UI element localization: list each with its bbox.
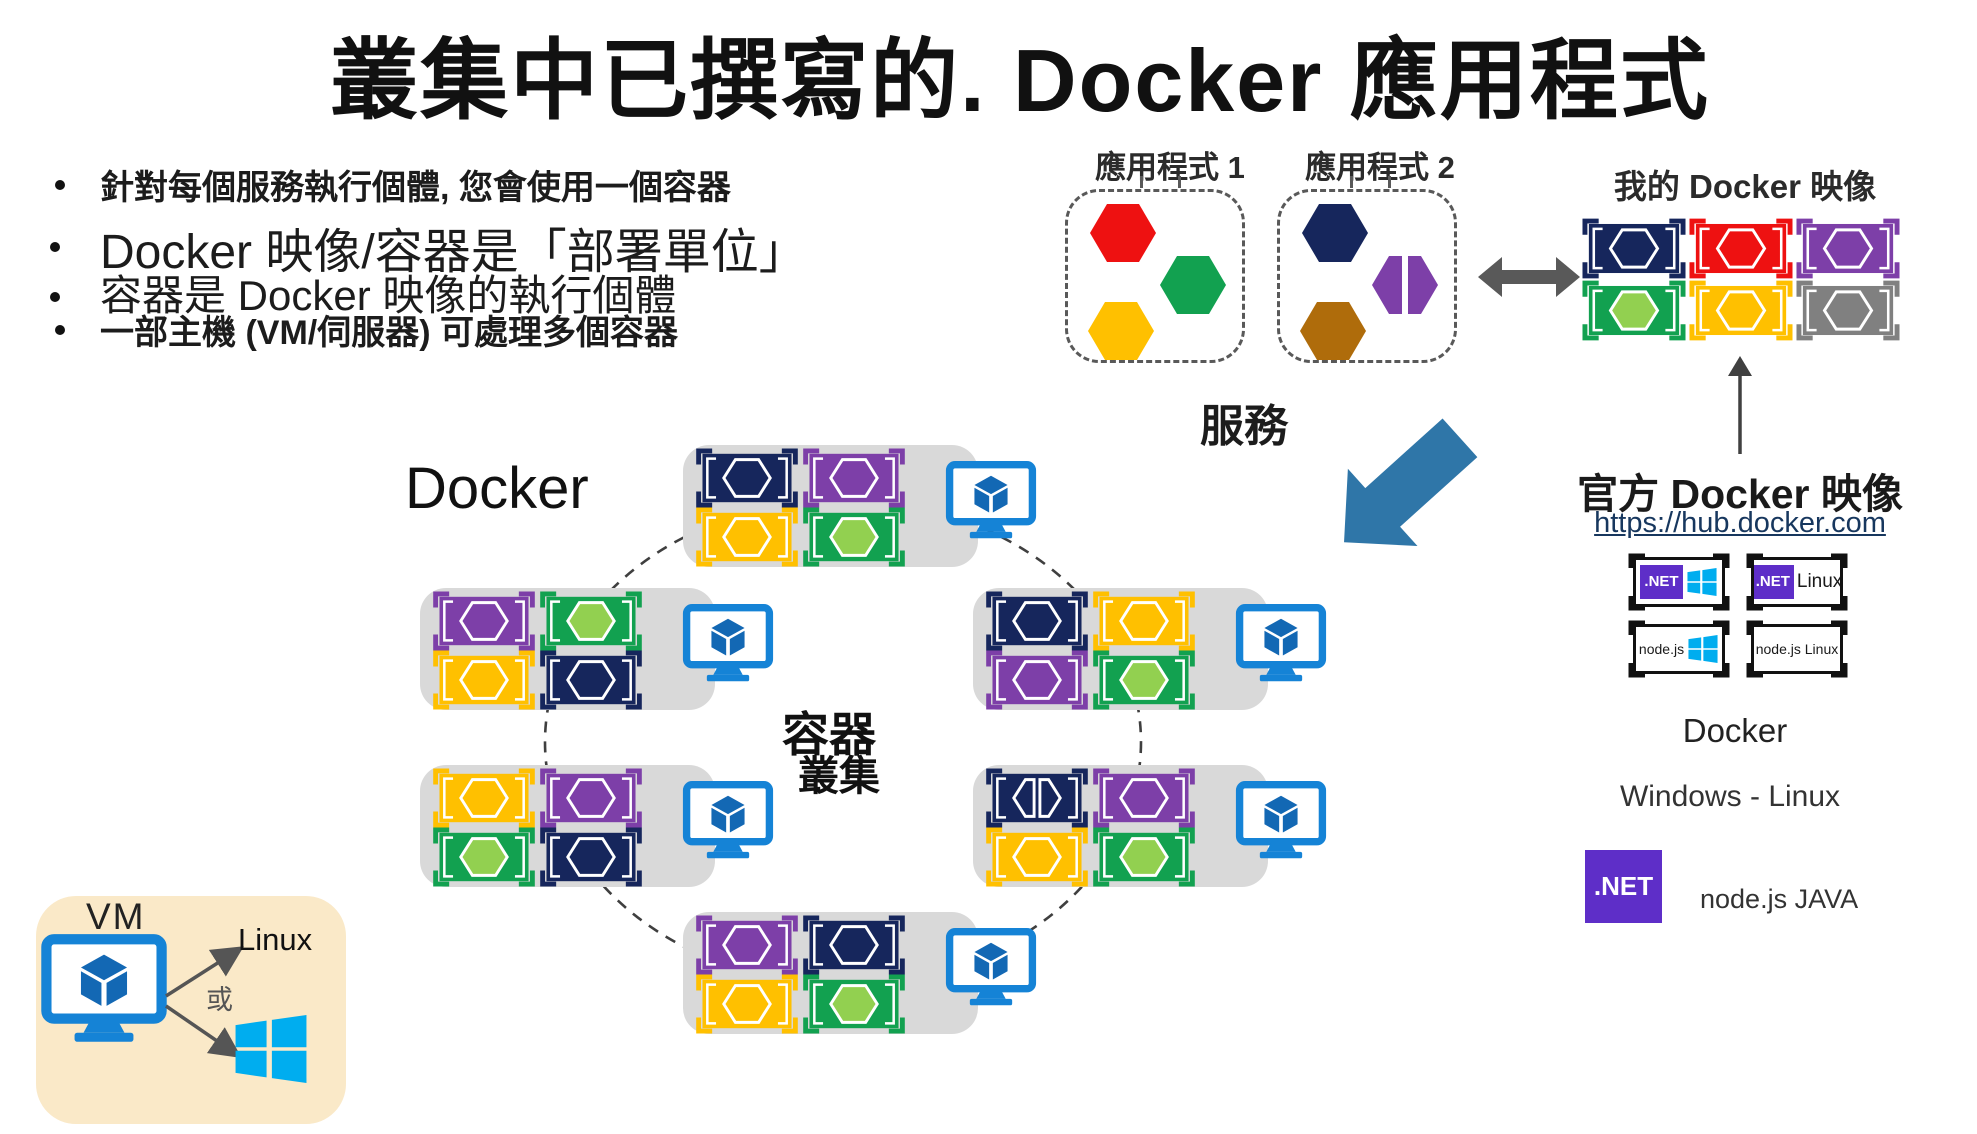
bullet-dot (55, 180, 65, 190)
vm-label: VM (86, 896, 146, 937)
my-docker-images-grid (1582, 218, 1912, 348)
vm-choice-arrows (165, 946, 244, 1058)
container-block-icon-purple (985, 650, 1089, 710)
container-block-icon-green (1092, 650, 1196, 710)
big-blue-arrow-icon (1344, 418, 1478, 547)
host-monitor-icon (1235, 604, 1327, 685)
dotnet-badge: .NET (1640, 565, 1683, 599)
app2-box (1277, 189, 1457, 363)
bullet-dot (55, 325, 65, 335)
container-block-icon-green (1092, 827, 1196, 887)
container-block-icon-purple (695, 915, 799, 975)
page-title: 叢集中已撰寫的. Docker 應用程式 (330, 31, 1710, 130)
bullet-dot (50, 292, 60, 302)
cluster-node-right-lower (973, 765, 1327, 891)
bullet-item: 容器是 Docker 映像的執行個體 (100, 272, 677, 319)
container-block-icon-navy (539, 827, 643, 887)
windows-logo-icon (1686, 566, 1718, 598)
container-block-icon-green (802, 507, 906, 567)
container-block-icon-navy (1582, 218, 1686, 279)
nodejs-label: node.js (1638, 641, 1685, 657)
container-center-label: 容器 (782, 708, 876, 761)
bullet-item: 一部主機 (VM/伺服器) 可處理多個容器 (100, 314, 678, 352)
host-monitor-icon (1235, 781, 1327, 862)
dotnet-badge: .NET (1754, 565, 1794, 599)
cluster-node-left-lower (420, 765, 774, 891)
linux-label: Linux (238, 922, 313, 957)
app1-label: 應用程式 1 (1095, 150, 1245, 185)
container-block-icon-navy (539, 650, 643, 710)
service-hexagon-icon-purple-split (1372, 256, 1438, 319)
cluster-node-bottom (683, 912, 1037, 1038)
cluster-node-right-upper (973, 588, 1327, 714)
service-hexagon-icon-brown (1300, 302, 1366, 365)
label-tick (1350, 176, 1353, 188)
host-monitor-icon (682, 604, 774, 685)
service-hexagon-icon-yellow (1088, 302, 1154, 365)
host-monitor-icon (682, 781, 774, 862)
vm-panel: VM Linux 或 (36, 896, 346, 1124)
or-label: 或 (206, 985, 233, 1015)
container-block-icon-yellow (432, 768, 536, 828)
container-block-icon-yellow (985, 827, 1089, 887)
container-block-icon-purple (539, 768, 643, 828)
label-tick (1178, 176, 1181, 188)
platforms-label: Windows - Linux (1619, 780, 1841, 813)
service-hexagon-icon-navy (1302, 204, 1368, 267)
bullet-dot (50, 242, 60, 252)
windows-logo-icon (232, 1010, 310, 1088)
official-image-box-net-windows: .NET (1628, 553, 1730, 611)
container-block-icon-green (802, 974, 906, 1034)
os-label: Linux (1796, 571, 1843, 592)
container-block-icon-navy-split (985, 768, 1089, 828)
cluster-docker-label: Docker (405, 456, 589, 521)
bullet-item: Docker 映像/容器是「部署單位」 (100, 226, 807, 279)
official-image-box-nodejs-windows: node.js (1628, 620, 1730, 678)
windows-logo-icon (1687, 633, 1719, 665)
app1-box (1065, 189, 1245, 363)
container-block-icon-yellow (1689, 280, 1793, 341)
container-block-icon-navy (695, 448, 799, 508)
azure-vm-icon (40, 934, 168, 1047)
official-docker-images-label: 官方 Docker 映像 (1577, 471, 1903, 517)
container-block-icon-green (432, 827, 536, 887)
dotnet-logo: .NET (1585, 850, 1662, 923)
up-arrow-icon (1728, 356, 1752, 454)
container-block-icon-red (1689, 218, 1793, 279)
my-docker-images-label: 我的 Docker 映像 (1613, 168, 1877, 205)
label-tick (1388, 176, 1391, 188)
runtimes-label: node.js JAVA (1700, 884, 1859, 914)
service-hexagon-icon-red (1090, 204, 1156, 267)
container-block-icon-grey (1796, 280, 1900, 341)
container-block-icon-yellow (695, 974, 799, 1034)
nodejs-linux-label: node.js Linux (1755, 641, 1839, 657)
app2-label: 應用程式 2 (1305, 150, 1455, 185)
container-block-icon-navy (985, 591, 1089, 651)
container-block-icon-purple (432, 591, 536, 651)
container-block-icon-yellow (432, 650, 536, 710)
container-block-icon-navy (802, 915, 906, 975)
cluster-node-left-upper (420, 588, 774, 714)
container-block-icon-yellow (695, 507, 799, 567)
official-image-box-net-linux: .NET Linux (1746, 553, 1848, 611)
container-block-icon-purple (1796, 218, 1900, 279)
docker-hub-link[interactable]: https://hub.docker.com (1594, 507, 1886, 539)
double-arrow-icon (1478, 257, 1580, 297)
service-label: 服務 (1200, 402, 1288, 451)
host-monitor-icon (945, 928, 1037, 1009)
service-hexagon-icon-green (1160, 256, 1226, 319)
host-monitor-icon (945, 461, 1037, 542)
container-block-icon-green (539, 591, 643, 651)
docker-label: Docker (1682, 712, 1788, 749)
container-block-icon-green (1582, 280, 1686, 341)
label-tick (1140, 176, 1143, 188)
cluster-node-top (683, 445, 1037, 571)
container-block-icon-yellow (1092, 591, 1196, 651)
container-block-icon-purple (1092, 768, 1196, 828)
cluster-center-label: 叢集 (798, 753, 880, 799)
official-image-box-nodejs-linux: node.js Linux (1746, 620, 1848, 678)
container-block-icon-purple (802, 448, 906, 508)
bullet-item: 針對每個服務執行個體, 您會使用一個容器 (100, 169, 731, 207)
